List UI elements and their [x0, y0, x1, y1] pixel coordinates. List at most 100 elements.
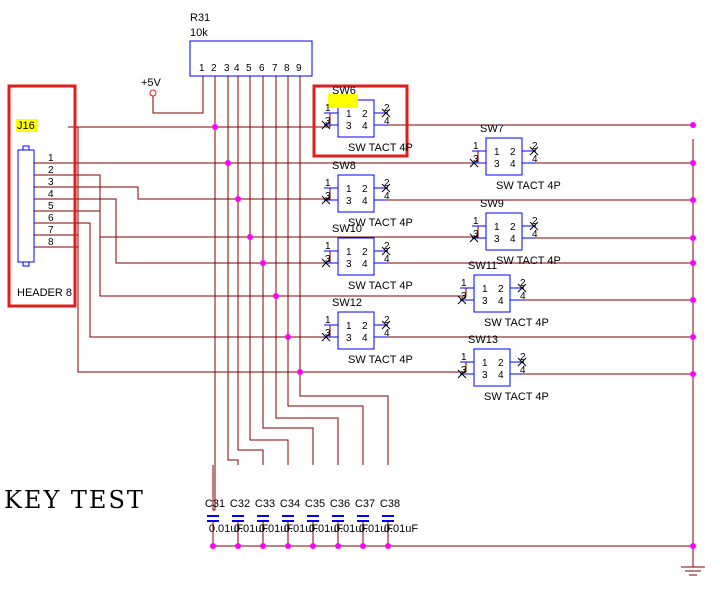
junction-dot	[225, 160, 231, 166]
switch-body	[473, 274, 511, 313]
switch-internal-pin1: 1	[346, 109, 352, 120]
junction-dot	[690, 260, 696, 266]
no-connect-mark	[321, 120, 331, 130]
no-connect-mark	[529, 221, 539, 231]
capacitor-ref-label: C37	[355, 498, 375, 510]
header-pin-number: 2	[48, 165, 54, 176]
switch-ref-label: SW8	[332, 160, 356, 172]
bus-wire	[249, 88, 289, 465]
switch-internal-pin2: 2	[362, 321, 368, 332]
header-pin-number: 3	[48, 177, 54, 188]
no-connect-mark	[321, 258, 331, 268]
header-net	[68, 127, 79, 248]
switch-internal-pin3: 3	[346, 333, 352, 344]
switch-outer-pin3: 3	[325, 254, 331, 265]
switch-outer-pin2: 2	[532, 141, 538, 152]
switch-value-label: SW TACT 4P	[484, 317, 549, 329]
no-connect-mark	[457, 369, 467, 379]
capacitor-value-label: 0.01uF	[309, 523, 344, 535]
switch-outer-pin1: 1	[325, 315, 331, 326]
switch-internal-pin2: 2	[362, 109, 368, 120]
switch-internal-pin1: 1	[346, 184, 352, 195]
switch-internal-pin4: 4	[362, 121, 368, 132]
capacitor-ref-label: C31	[205, 498, 225, 510]
switch-outer-pin4: 4	[532, 154, 538, 165]
switch-outer-pin4: 4	[520, 291, 526, 302]
switch-internal-pin4: 4	[498, 296, 504, 307]
capacitor-value-label: 0.01uF	[209, 523, 244, 535]
junction-dot	[260, 543, 266, 549]
switch-internal-pin4: 4	[362, 333, 368, 344]
header-top-tab	[22, 145, 30, 151]
no-connect-mark	[381, 108, 391, 118]
resistor-pin-number: 1	[199, 63, 205, 74]
bus-wire	[227, 88, 239, 465]
capacitor-ref-label: C33	[255, 498, 275, 510]
capacitor-value-label: 0.01uF	[259, 523, 294, 535]
no-connect-mark	[457, 295, 467, 305]
switch-internal-pin4: 4	[510, 159, 516, 170]
junction-dot	[690, 297, 696, 303]
junction-dot	[360, 543, 366, 549]
junction-dot	[690, 235, 696, 241]
no-connect-mark	[469, 233, 479, 243]
bus-wire	[299, 88, 389, 465]
switch-internal-pin4: 4	[362, 259, 368, 270]
capacitor-ref-label: C38	[380, 498, 400, 510]
resistor-pin-number: 2	[211, 63, 217, 74]
no-connect-mark	[469, 158, 479, 168]
switch-internal-pin2: 2	[362, 247, 368, 258]
capacitor-value-label: 0.01uF	[334, 523, 369, 535]
switch-internal-pin3: 3	[494, 234, 500, 245]
switch-internal-pin1: 1	[482, 358, 488, 369]
capacitor-value-label: 0.01uF	[359, 523, 394, 535]
switch-outer-pin2: 2	[520, 278, 526, 289]
header-pin-number: 7	[48, 225, 54, 236]
resistor-pin-number: 4	[234, 63, 240, 74]
header-pin-number: 8	[48, 237, 54, 248]
switch-internal-pin3: 3	[346, 196, 352, 207]
junction-dot	[260, 260, 266, 266]
switch-value-label: SW TACT 4P	[496, 180, 561, 192]
switch-outer-pin3: 3	[461, 291, 467, 302]
switch-body	[485, 212, 523, 251]
switch-ref-highlight	[328, 94, 358, 108]
header-pin-number: 5	[48, 201, 54, 212]
junction-dot	[235, 543, 241, 549]
resistor-pin-number: 6	[259, 63, 265, 74]
switch-outer-pin4: 4	[384, 254, 390, 265]
switch-outer-pin1: 1	[325, 178, 331, 189]
switch-outer-pin1: 1	[461, 278, 467, 289]
header-highlight-box	[7, 84, 77, 308]
resistor-pin-number: 5	[246, 63, 252, 74]
resistor-pin-number: 8	[284, 63, 290, 74]
resistor-network-body	[189, 40, 313, 77]
header-body	[17, 149, 35, 263]
switch-outer-pin1: 1	[325, 103, 331, 114]
power-label: +5V	[141, 77, 162, 89]
switch-signal-wire	[238, 187, 331, 200]
switch-internal-pin4: 4	[498, 370, 504, 381]
switch-outer-pin2: 2	[384, 241, 390, 252]
switch-value-label: SW TACT 4P	[348, 354, 413, 366]
switch-outer-pin2: 2	[384, 103, 390, 114]
header-net	[68, 174, 250, 238]
resistor-pin-number: 7	[272, 63, 278, 74]
switch-ref-label: SW13	[468, 334, 498, 346]
no-connect-mark	[321, 195, 331, 205]
header-name-label: HEADER 8	[17, 287, 72, 299]
switch-value-label: SW TACT 4P	[348, 217, 413, 229]
switch-internal-pin1: 1	[494, 222, 500, 233]
junction-dot	[690, 371, 696, 377]
no-connect-mark	[529, 146, 539, 156]
junction-dot	[285, 543, 291, 549]
junction-dot	[235, 196, 241, 202]
capacitor-ref-label: C35	[305, 498, 325, 510]
switch-outer-pin1: 1	[325, 241, 331, 252]
header-net	[68, 198, 263, 264]
header-bottom-tab	[22, 261, 30, 267]
junction-dot	[212, 124, 218, 130]
switch-outer-pin4: 4	[384, 191, 390, 202]
junction-dot	[310, 543, 316, 549]
